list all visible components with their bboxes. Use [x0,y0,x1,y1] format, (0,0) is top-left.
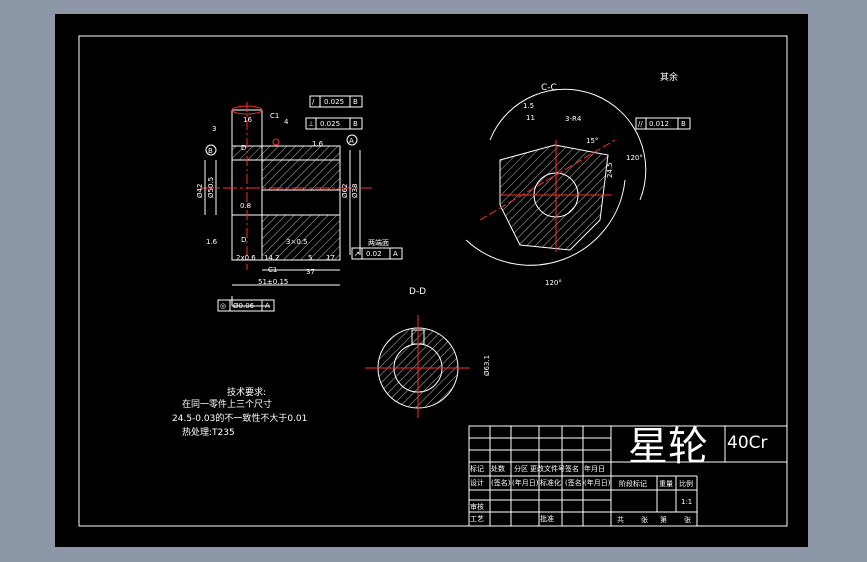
dim-c1-top: C1 [270,112,279,120]
svg-text:(签名): (签名) [565,478,585,487]
dim-0-8: 0.8 [240,202,251,210]
svg-text:⊥: ⊥ [308,120,314,128]
tolerance-frame-perp1: / 0.025 B [309,95,363,108]
label-d-top: D [241,144,246,152]
tolerance-frame-perp2: ⊥ 0.025 B [305,117,363,130]
dim-2x0-6: 2x0.6 [236,254,256,262]
section-c-c: C-C 其余 1.5 11 3-R4 15° 120° 120° 24.5 //… [465,71,691,287]
dim-51: 51±0.15 [258,278,288,286]
dim-1-60: 1.6 [206,238,218,246]
svg-text:B: B [353,120,358,128]
dim-d42: Ø42 [196,184,204,198]
svg-text:更改文件号: 更改文件号 [530,464,565,473]
svg-text:0.025: 0.025 [320,120,340,128]
svg-text:处数: 处数 [491,464,505,473]
datum-b-marker: B [208,147,213,155]
dim-1-6: 1.6 [312,140,324,148]
dim-5: 5 [308,254,312,262]
svg-text:B: B [681,120,686,128]
svg-text://: // [638,120,643,128]
material: 40Cr [727,433,768,453]
dim-24-5: 24.5 [606,162,614,178]
svg-text:标记: 标记 [470,464,484,473]
svg-text:B: B [353,98,358,106]
svg-text:/: / [312,98,315,106]
both-ends-note: 两端面 [368,238,389,247]
dim-15deg: 15° [586,137,598,145]
svg-text:0.02: 0.02 [366,250,382,258]
svg-text:签名: 签名 [565,464,579,473]
dim-d38: Ø38 [351,184,359,198]
dim-3: 3 [212,125,216,133]
svg-text:张: 张 [684,515,691,524]
dim-3x0-5: 3×0.5 [286,238,307,246]
svg-text:A: A [393,250,398,258]
svg-text:(年月日): (年月日) [512,478,539,487]
dim-37: 37 [306,268,315,276]
dim-11: 11 [526,114,535,122]
dim-c1-bottom: C1 [268,266,277,274]
label-d-bottom: D [241,236,246,244]
tolerance-frame-concentric: ◎ Ø0.06 A [217,299,275,312]
title-block: 星轮 40Cr 标记 处数 分区 更改文件号 签名 年月日 设计 (签名) (年… [468,424,788,527]
tech-line-2: 24.5-0.03的不一致性不大于0.01 [172,412,307,424]
dim-d50: Ø50.5 [207,177,215,198]
svg-text:分区: 分区 [514,464,528,473]
section-cc-label: C-C [541,83,557,93]
tolerance-frame-runout: ↗ 0.02 A 两端面 [351,238,403,260]
front-section-view: 16 3 C1 4 D D 1.6 0.8 2x0.6 14.2 3×0.5 5… [196,95,403,312]
tech-title: 技术要求: [227,386,266,398]
svg-text:张: 张 [641,515,648,524]
dim-4: 4 [284,118,289,126]
drawing-sheet [55,14,808,547]
dim-d63-1: Ø63.1 [483,355,491,376]
svg-text:(年月日): (年月日) [584,478,611,487]
svg-text:设计: 设计 [470,478,484,487]
section-d-d: D-D Ø63.1 [365,287,491,418]
part-name: 星轮 [628,424,708,470]
technical-requirements: 技术要求: 在同一零件上三个尺寸 24.5-0.03的不一致性不大于0.01 热… [172,386,307,438]
svg-text:批准: 批准 [540,514,554,523]
svg-text:A: A [265,302,270,310]
svg-text:◎: ◎ [220,302,226,310]
svg-text:Ø0.06: Ø0.06 [233,302,255,310]
svg-text:(签名): (签名) [491,478,511,487]
svg-text:年月日: 年月日 [584,464,605,473]
rest-roughness: 其余 [660,71,678,83]
tolerance-frame-parallel: // 0.012 B [635,117,691,130]
svg-text:0.012: 0.012 [649,120,669,128]
dim-120deg: 120° [626,154,643,162]
svg-text:1:1: 1:1 [681,498,692,506]
dim-17: 17 [326,254,335,262]
dim-14-2: 14.2 [264,254,280,262]
dim-d62: Ø62 [341,184,349,198]
svg-text:阶段标记: 阶段标记 [619,479,647,488]
svg-text:0.025: 0.025 [324,98,344,106]
dim-3-r4: 3-R4 [565,115,582,123]
datum-a-marker: A [349,137,354,145]
inner-frame [78,35,788,527]
svg-text:共: 共 [617,515,624,524]
svg-text:审核: 审核 [470,502,484,511]
svg-text:第: 第 [660,515,667,524]
svg-text:重量: 重量 [659,480,673,488]
svg-text:工艺: 工艺 [470,515,484,523]
svg-text:比例: 比例 [679,479,693,488]
section-dd-label: D-D [409,287,426,297]
tech-line-1: 在同一零件上三个尺寸 [182,398,272,410]
dim-16: 16 [243,116,252,124]
svg-text:标准化: 标准化 [540,478,561,487]
dim-1-5: 1.5 [523,102,534,110]
svg-text:↗: ↗ [354,250,360,258]
tech-line-3: 热处理:T235 [182,426,235,438]
dim-120deg-b: 120° [545,279,562,287]
